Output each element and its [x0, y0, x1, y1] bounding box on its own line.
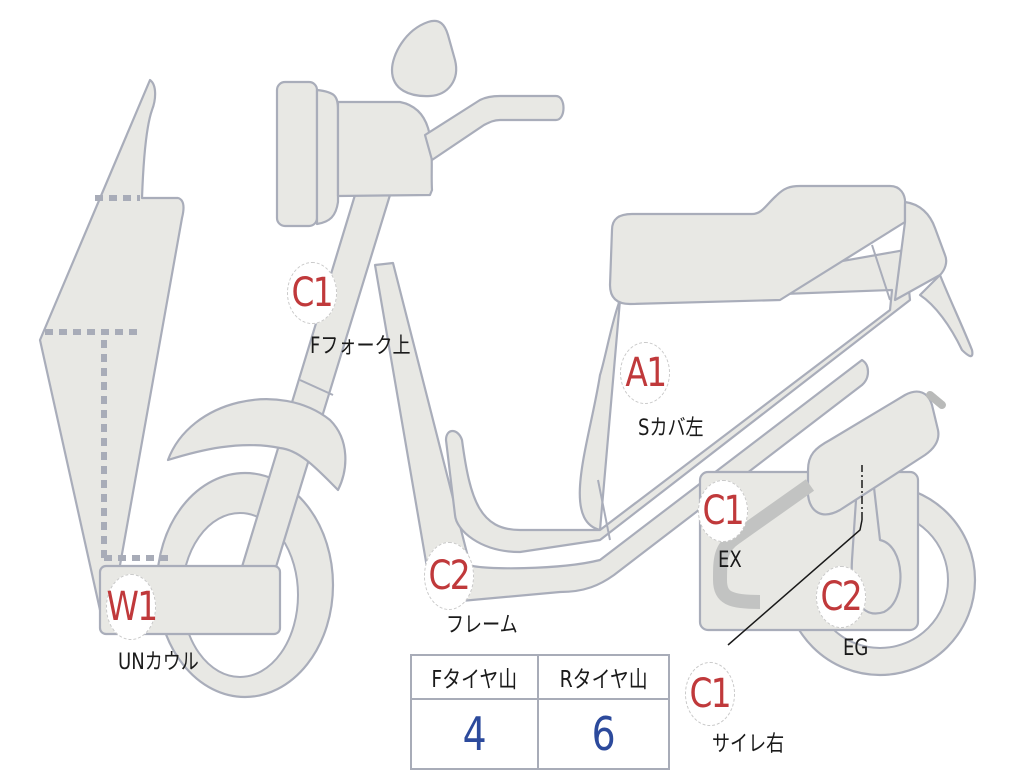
damage-code: C2	[820, 574, 863, 620]
damage-marker-engine[interactable]: C2	[816, 566, 866, 628]
damage-code: C1	[689, 671, 732, 717]
rear-tire-value: 6	[537, 698, 670, 770]
mirror	[390, 19, 458, 98]
front-tire-value: 4	[409, 698, 540, 770]
part-label-under-cowl: UNカウル	[118, 650, 199, 675]
damage-marker-muffler-right[interactable]: C1	[685, 662, 735, 726]
part-label-exhaust: EX	[718, 548, 742, 573]
damage-code: C2	[428, 553, 471, 599]
tire-tread-table: Fタイヤ山 Rタイヤ山 4 6	[409, 654, 670, 770]
part-label-fork-upper: Fフォーク上	[310, 334, 411, 359]
front-fender	[166, 398, 347, 492]
air-cleaner	[806, 390, 940, 516]
damage-code: W1	[105, 584, 158, 630]
rear-tire-header: Rタイヤ山	[537, 654, 670, 700]
leg-shield-cowl	[38, 78, 185, 612]
part-label-muffler-right: サイレ右	[712, 732, 785, 757]
tail-fin	[918, 273, 974, 358]
damage-marker-fork-upper[interactable]: C1	[287, 262, 337, 324]
damage-code: A1	[624, 350, 667, 396]
part-label-side-cover-left: Sカバ左	[638, 416, 704, 441]
damage-marker-side-cover-left[interactable]: A1	[620, 342, 670, 404]
handlebar	[423, 94, 565, 162]
seat	[608, 184, 907, 306]
damage-marker-exhaust[interactable]: C1	[698, 480, 748, 542]
front-tire-header: Fタイヤ山	[409, 654, 540, 700]
part-label-frame: フレーム	[446, 613, 518, 638]
side-cover	[444, 248, 912, 554]
exhaust-pipe	[713, 479, 815, 609]
part-label-engine: EG	[843, 636, 869, 661]
damage-code: C1	[291, 270, 334, 316]
damage-marker-under-cowl[interactable]: W1	[105, 574, 158, 640]
headlight	[275, 80, 319, 228]
handlebar-cover	[336, 100, 434, 198]
damage-code: C1	[702, 488, 745, 534]
damage-marker-frame[interactable]: C2	[424, 542, 474, 610]
